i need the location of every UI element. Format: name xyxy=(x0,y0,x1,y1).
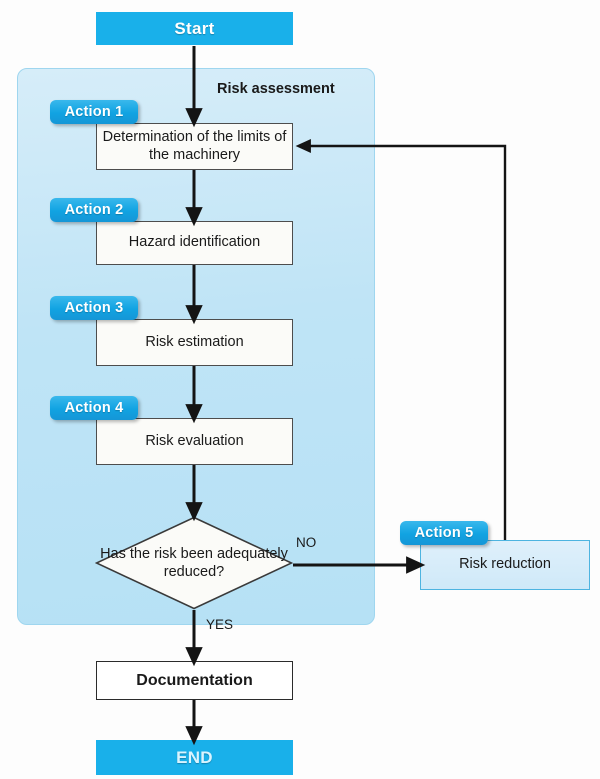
edge-label-no: NO xyxy=(296,535,317,550)
decision-risk-adequately-reduced[interactable]: Has the risk been adequately reduced? xyxy=(94,516,294,610)
step-documentation[interactable]: Documentation xyxy=(96,661,293,700)
edge-label-yes: YES xyxy=(206,617,234,632)
action-3-badge[interactable]: Action 3 xyxy=(50,296,138,320)
decision-diamond-shape xyxy=(94,516,294,610)
step-risk-estimation[interactable]: Risk estimation xyxy=(96,319,293,366)
action-4-badge[interactable]: Action 4 xyxy=(50,396,138,420)
action-2-badge[interactable]: Action 2 xyxy=(50,198,138,222)
step-determination-of-limits[interactable]: Determination of the limits of the machi… xyxy=(96,123,293,170)
start-terminator[interactable]: Start xyxy=(96,12,293,45)
step-hazard-identification[interactable]: Hazard identification xyxy=(96,221,293,265)
step-risk-evaluation[interactable]: Risk evaluation xyxy=(96,418,293,465)
risk-assessment-panel-label: Risk assessment xyxy=(217,81,335,97)
end-terminator[interactable]: END xyxy=(96,740,293,775)
action-5-badge[interactable]: Action 5 xyxy=(400,521,488,545)
step-risk-reduction[interactable]: Risk reduction xyxy=(420,540,590,590)
action-1-badge[interactable]: Action 1 xyxy=(50,100,138,124)
